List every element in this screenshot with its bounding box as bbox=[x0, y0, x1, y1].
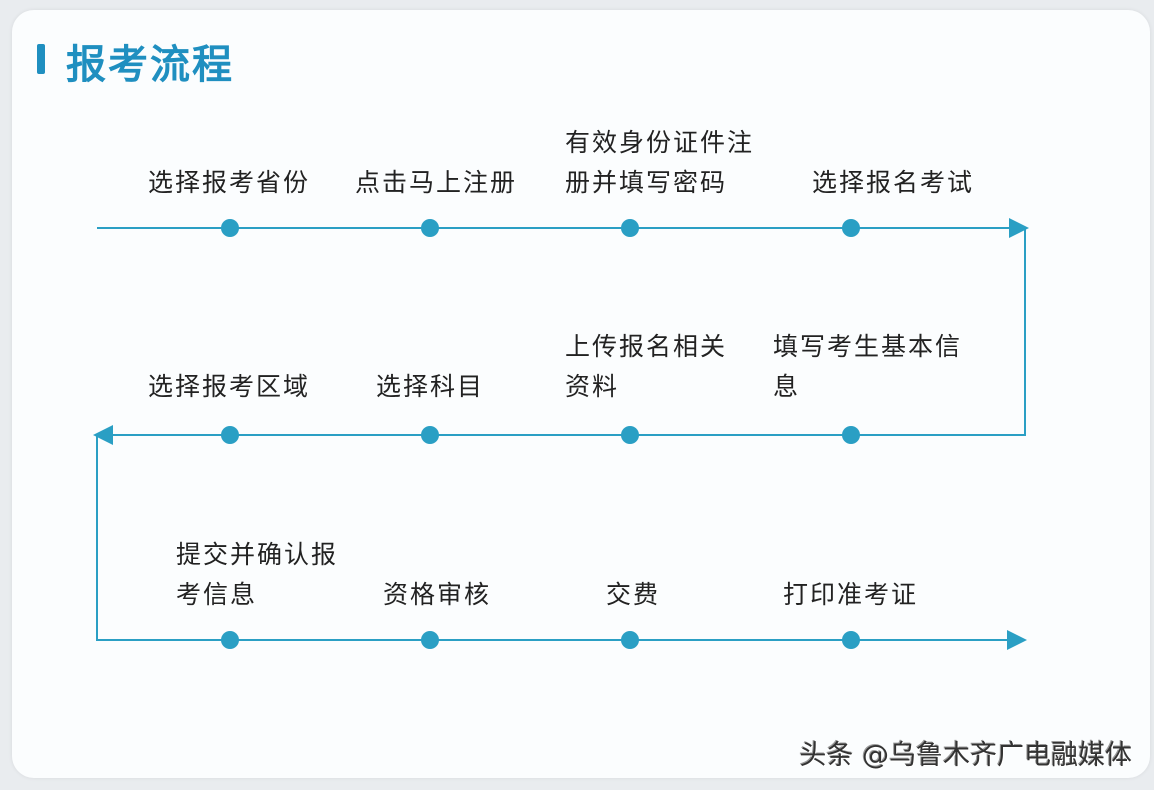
step-dot bbox=[221, 631, 239, 649]
step-dot bbox=[621, 426, 639, 444]
step-label: 资格审核 bbox=[383, 580, 492, 609]
step-dot bbox=[621, 219, 639, 237]
step-label: 交费 bbox=[606, 580, 661, 609]
flow-line-connector-1 bbox=[93, 228, 1026, 445]
flow-line-connector-2 bbox=[96, 435, 1027, 650]
step-label: 提交并确认报考信息 bbox=[176, 540, 339, 609]
step-label: 有效身份证件注册并填写密码 bbox=[565, 128, 755, 197]
step-dot bbox=[421, 631, 439, 649]
step-label: 上传报名相关资料 bbox=[565, 332, 728, 401]
page-title: 报考流程 bbox=[66, 42, 234, 88]
step-dot bbox=[221, 426, 239, 444]
watermark: 头条 @乌鲁木齐广电融媒体 bbox=[799, 740, 1132, 771]
step-dot bbox=[842, 426, 860, 444]
step-label: 打印准考证 bbox=[783, 580, 919, 609]
step-label: 选择报名考试 bbox=[812, 168, 975, 197]
step-label: 选择科目 bbox=[376, 372, 485, 401]
step-dot bbox=[621, 631, 639, 649]
step-dot bbox=[221, 219, 239, 237]
step-dot bbox=[842, 219, 860, 237]
step-dot bbox=[421, 219, 439, 237]
step-label: 填写考生基本信息 bbox=[773, 332, 963, 401]
step-label: 点击马上注册 bbox=[355, 168, 518, 197]
step-label: 选择报考区域 bbox=[148, 372, 311, 401]
step-dot bbox=[421, 426, 439, 444]
step-label: 选择报考省份 bbox=[148, 168, 311, 197]
step-dot bbox=[842, 631, 860, 649]
flow-card bbox=[12, 10, 1150, 778]
title-accent-bar bbox=[37, 44, 45, 74]
